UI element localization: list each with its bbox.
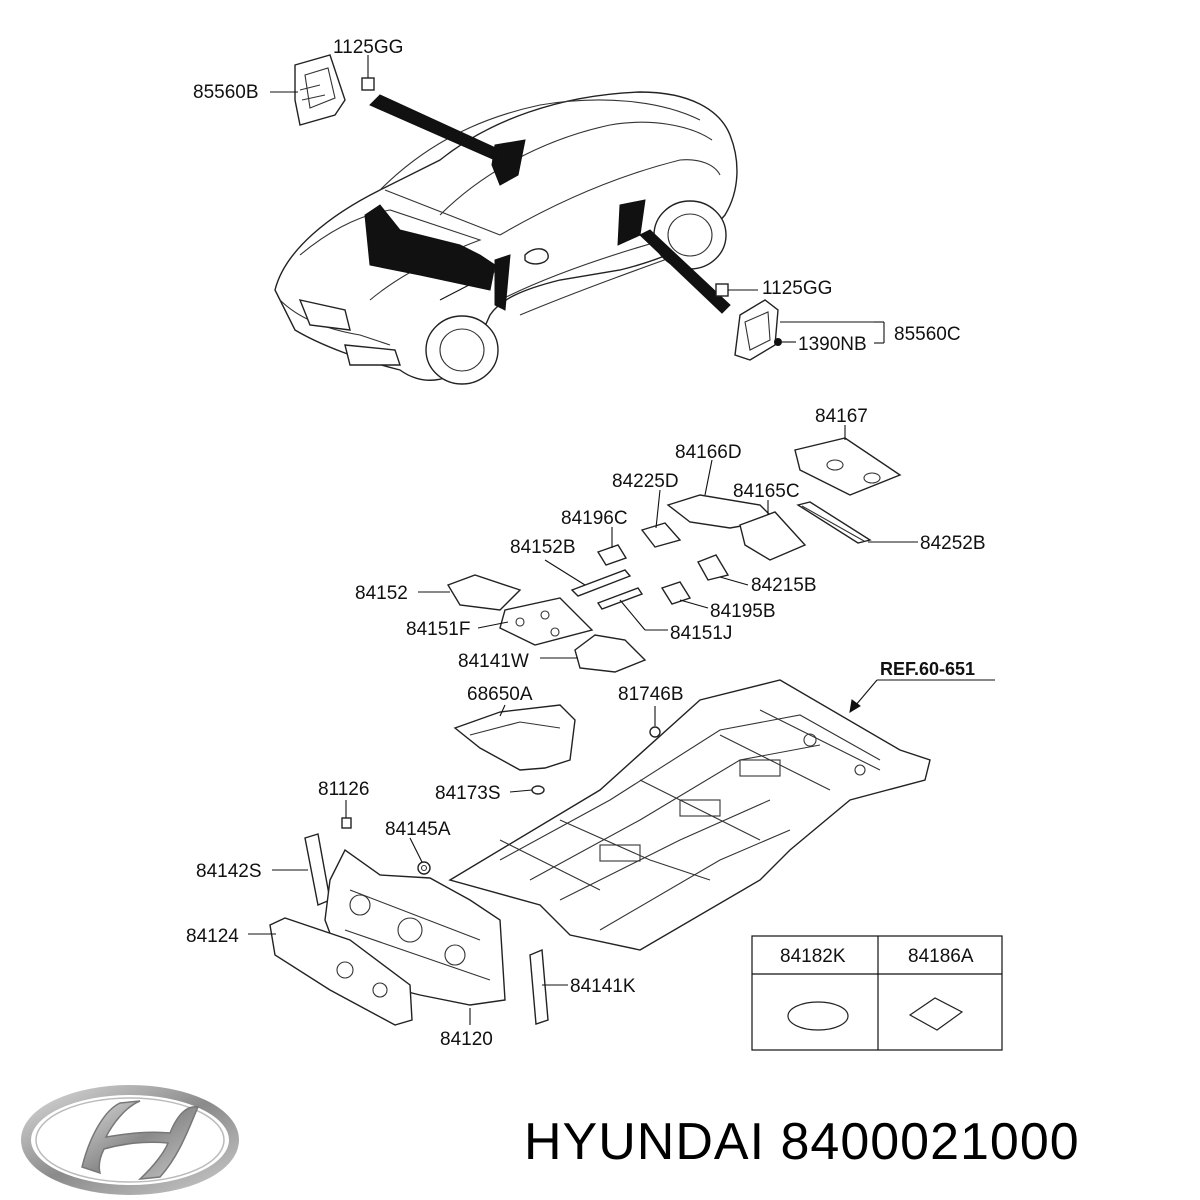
label-ref-60-651: REF.60-651 — [880, 659, 975, 679]
label-84215b: 84215B — [751, 575, 817, 596]
plug-84173s-icon — [531, 785, 545, 795]
label-84166d: 84166D — [675, 442, 742, 463]
label-1125gg-right: 1125GG — [762, 278, 832, 299]
pad-84225d-icon — [640, 522, 682, 548]
label-81746b: 81746B — [618, 684, 684, 705]
strip-84152b-icon — [570, 569, 632, 597]
label-84167: 84167 — [815, 406, 868, 427]
leader-lines — [248, 91, 995, 1025]
bolt-1125gg-right-icon — [715, 283, 758, 297]
bracket-85560c-icon — [734, 299, 782, 361]
label-84145a: 84145A — [385, 819, 451, 840]
label-85560c: 85560C — [894, 324, 961, 345]
label-84152: 84152 — [355, 583, 408, 604]
pad-84215b-icon — [696, 554, 730, 581]
label-81126: 81126 — [318, 779, 369, 800]
pad-84124-icon — [269, 917, 413, 1026]
bracket-84141k-icon — [529, 948, 549, 1025]
label-84196c: 84196C — [561, 508, 628, 529]
label-84165c: 84165C — [733, 481, 800, 502]
label-84141k: 84141K — [570, 976, 636, 997]
pad-84151f-icon — [499, 597, 594, 646]
strip-84252b-icon — [796, 501, 872, 544]
hyundai-logo-icon — [21, 1085, 239, 1195]
plug-81746b-icon — [649, 726, 661, 738]
label-84120: 84120 — [440, 1029, 493, 1050]
bracket-84142s-icon — [304, 833, 331, 906]
label-85560b: 85560B — [193, 82, 259, 103]
label-84195b: 84195B — [710, 601, 776, 622]
label-1125gg-top: 1125GG — [333, 37, 403, 58]
pad-84195b-icon — [660, 581, 692, 605]
car-illustration — [274, 91, 738, 385]
label-84225d: 84225D — [612, 471, 679, 492]
bolt-1125gg-top-icon — [361, 55, 375, 91]
legend-col-84186a: 84186A — [908, 946, 974, 967]
legend-square-pad-icon — [908, 997, 964, 1031]
label-84173s: 84173S — [435, 783, 501, 804]
legend-col-84182k: 84182K — [780, 946, 846, 967]
label-1390nb: 1390NB — [798, 334, 867, 355]
pad-84152-icon — [446, 574, 522, 611]
label-84124: 84124 — [186, 926, 239, 947]
pad-84141w-icon — [574, 634, 647, 673]
pad-84167-icon — [794, 437, 902, 496]
pad-84151j-icon — [596, 587, 644, 610]
label-84152b: 84152B — [510, 537, 576, 558]
label-84151j: 84151J — [670, 623, 732, 644]
pad-84196c-icon — [596, 544, 628, 566]
pad-84165c-icon — [739, 511, 807, 561]
label-84141w: 84141W — [458, 651, 529, 672]
label-68650a: 68650A — [467, 684, 533, 705]
label-84142s: 84142S — [196, 861, 262, 882]
part-labels: 1125GG 85560B 1125GG 85560C 1390NB 84167… — [186, 37, 986, 1050]
label-84151f: 84151F — [406, 619, 470, 640]
bracket-85560b-icon — [294, 54, 346, 126]
legend-table: 84182K 84186A — [751, 935, 1003, 1051]
label-84252b: 84252B — [920, 533, 986, 554]
floor-panel-icon — [448, 679, 931, 951]
legend-oval-plug-icon — [787, 1001, 849, 1031]
clip-81126-icon — [341, 817, 352, 829]
grommet-84145a-icon — [417, 861, 431, 875]
brand-part-number: HYUNDAI 8400021000 — [524, 1113, 1080, 1171]
cover-68650a-icon — [453, 704, 576, 771]
